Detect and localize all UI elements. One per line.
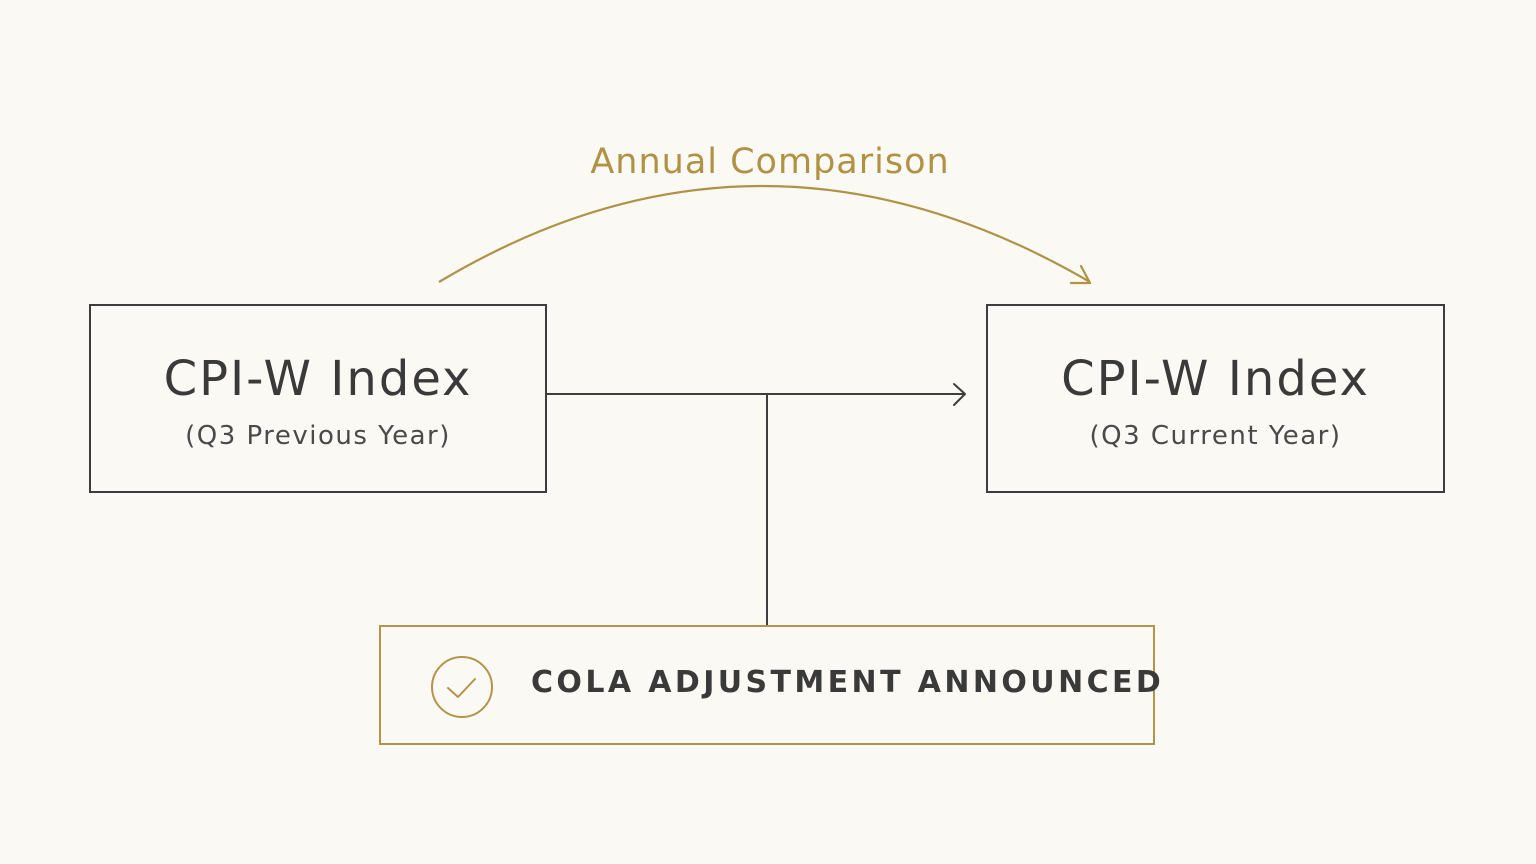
annual-comparison-arrowhead [1069,264,1092,285]
cola-adjustment-box: COLA ADJUSTMENT ANNOUNCED [379,625,1161,745]
check-circle-icon [431,656,493,718]
cola-adjustment-label: COLA ADJUSTMENT ANNOUNCED [531,665,1165,700]
cpi-current-year-box: CPI-W Index (Q3 Current Year) [986,304,1445,493]
cpi-previous-year-title: CPI-W Index [163,350,473,407]
cpi-previous-year-subtitle: (Q3 Previous Year) [185,420,451,451]
annual-comparison-label: Annual Comparison [590,142,950,182]
cpi-previous-year-box: CPI-W Index (Q3 Previous Year) [89,304,547,493]
annual-comparison-arc [438,185,1091,283]
cpi-current-year-subtitle: (Q3 Current Year) [1089,420,1342,451]
cpi-current-year-title: CPI-W Index [1061,350,1370,407]
horizontal-connector-arrowhead [953,383,966,406]
